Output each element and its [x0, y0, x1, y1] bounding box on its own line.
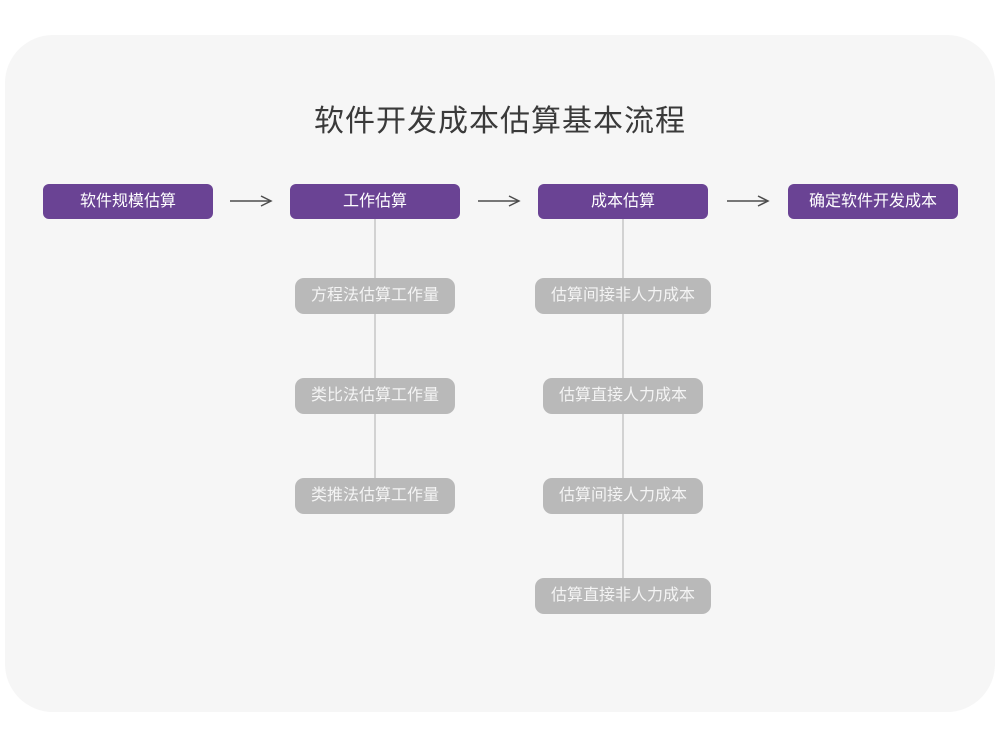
step-node-direct-nonlabor-cost: 估算直接非人力成本 — [534, 578, 712, 614]
step-node-indirect-labor-cost: 估算间接人力成本 — [542, 478, 704, 514]
step-node-analogy-method: 类比法估算工作量 — [294, 378, 456, 414]
connector-line-work-column — [374, 218, 376, 482]
stage-node-determine-dev-cost: 确定软件开发成本 — [788, 184, 958, 219]
right-arrow-icon — [229, 195, 273, 207]
stage-node-software-scale-estimation: 软件规模估算 — [43, 184, 213, 219]
right-arrow-icon — [477, 195, 521, 207]
canvas-card — [5, 35, 995, 712]
step-node-indirect-nonlabor-cost: 估算间接非人力成本 — [534, 278, 712, 314]
step-node-direct-labor-cost: 估算直接人力成本 — [542, 378, 704, 414]
stage-node-cost-estimation: 成本估算 — [538, 184, 708, 219]
step-node-extrapolation-method: 类推法估算工作量 — [294, 478, 456, 514]
stage-node-work-estimation: 工作估算 — [290, 184, 460, 219]
step-node-equation-method: 方程法估算工作量 — [294, 278, 456, 314]
right-arrow-icon — [726, 195, 770, 207]
diagram-title: 软件开发成本估算基本流程 — [314, 105, 686, 138]
